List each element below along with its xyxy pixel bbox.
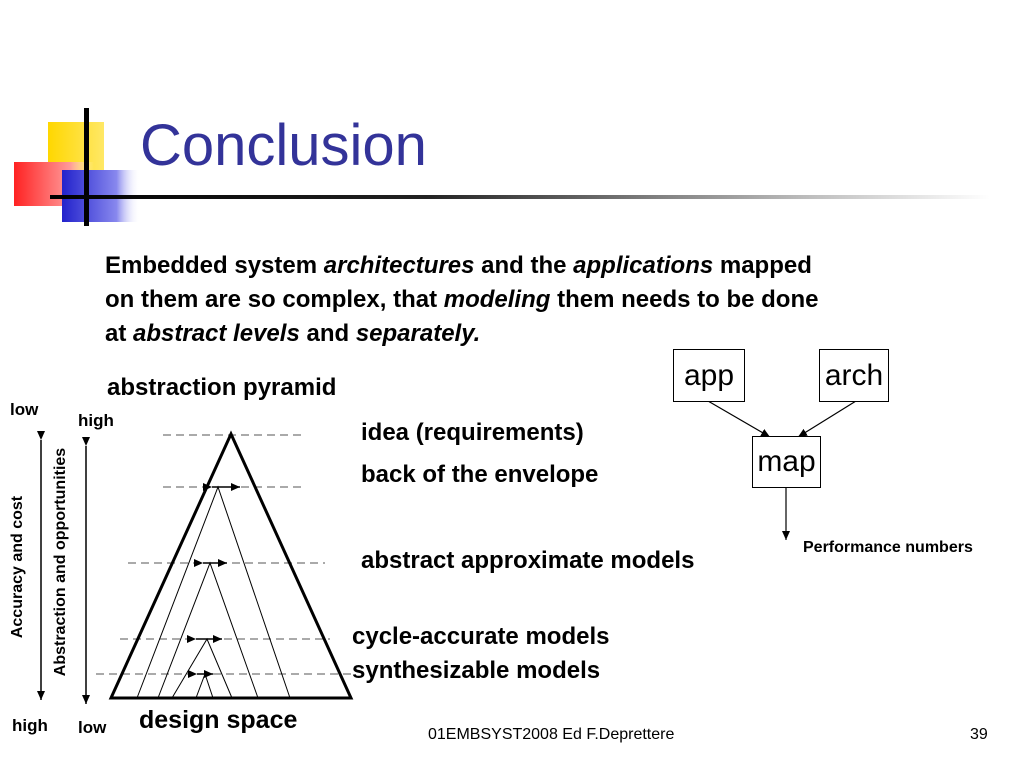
inner-triangle-2 — [157, 561, 259, 699]
left-axis-bottom-label: high — [12, 716, 48, 735]
level-label-envelope: back of the envelope — [361, 461, 599, 488]
level-label-idea: idea (requirements) — [361, 419, 584, 446]
performance-numbers-label: Performance numbers — [803, 539, 973, 556]
footer-credit: 01EMBSYST2008 Ed F.Deprettere — [428, 726, 675, 743]
title-underline — [50, 195, 990, 199]
slide-title: Conclusion — [140, 113, 427, 178]
right-axis-top-label: high — [78, 411, 114, 430]
pyramid-heading: abstraction pyramid — [107, 374, 337, 401]
inner-triangle-4 — [195, 672, 214, 699]
map-box: map — [752, 436, 821, 488]
right-axis-bottom-label: low — [78, 718, 107, 737]
arch-box: arch — [819, 349, 889, 402]
inner-triangle-3 — [171, 637, 233, 699]
app-box: app — [673, 349, 745, 402]
level-label-cycle: cycle-accurate models — [352, 623, 610, 650]
slide-number: 39 — [970, 726, 988, 743]
app-to-map-arrow — [707, 400, 771, 438]
left-axis-top-label: low — [10, 400, 39, 419]
level-label-abstract: abstract approximate models — [361, 547, 695, 574]
pyramid-base-label: design space — [139, 706, 298, 734]
intro-paragraph: Embedded system architectures and the ap… — [105, 252, 819, 347]
pyramid-outline — [108, 430, 354, 700]
level-label-synth: synthesizable models — [352, 657, 601, 684]
arch-to-map-arrow — [797, 400, 857, 438]
